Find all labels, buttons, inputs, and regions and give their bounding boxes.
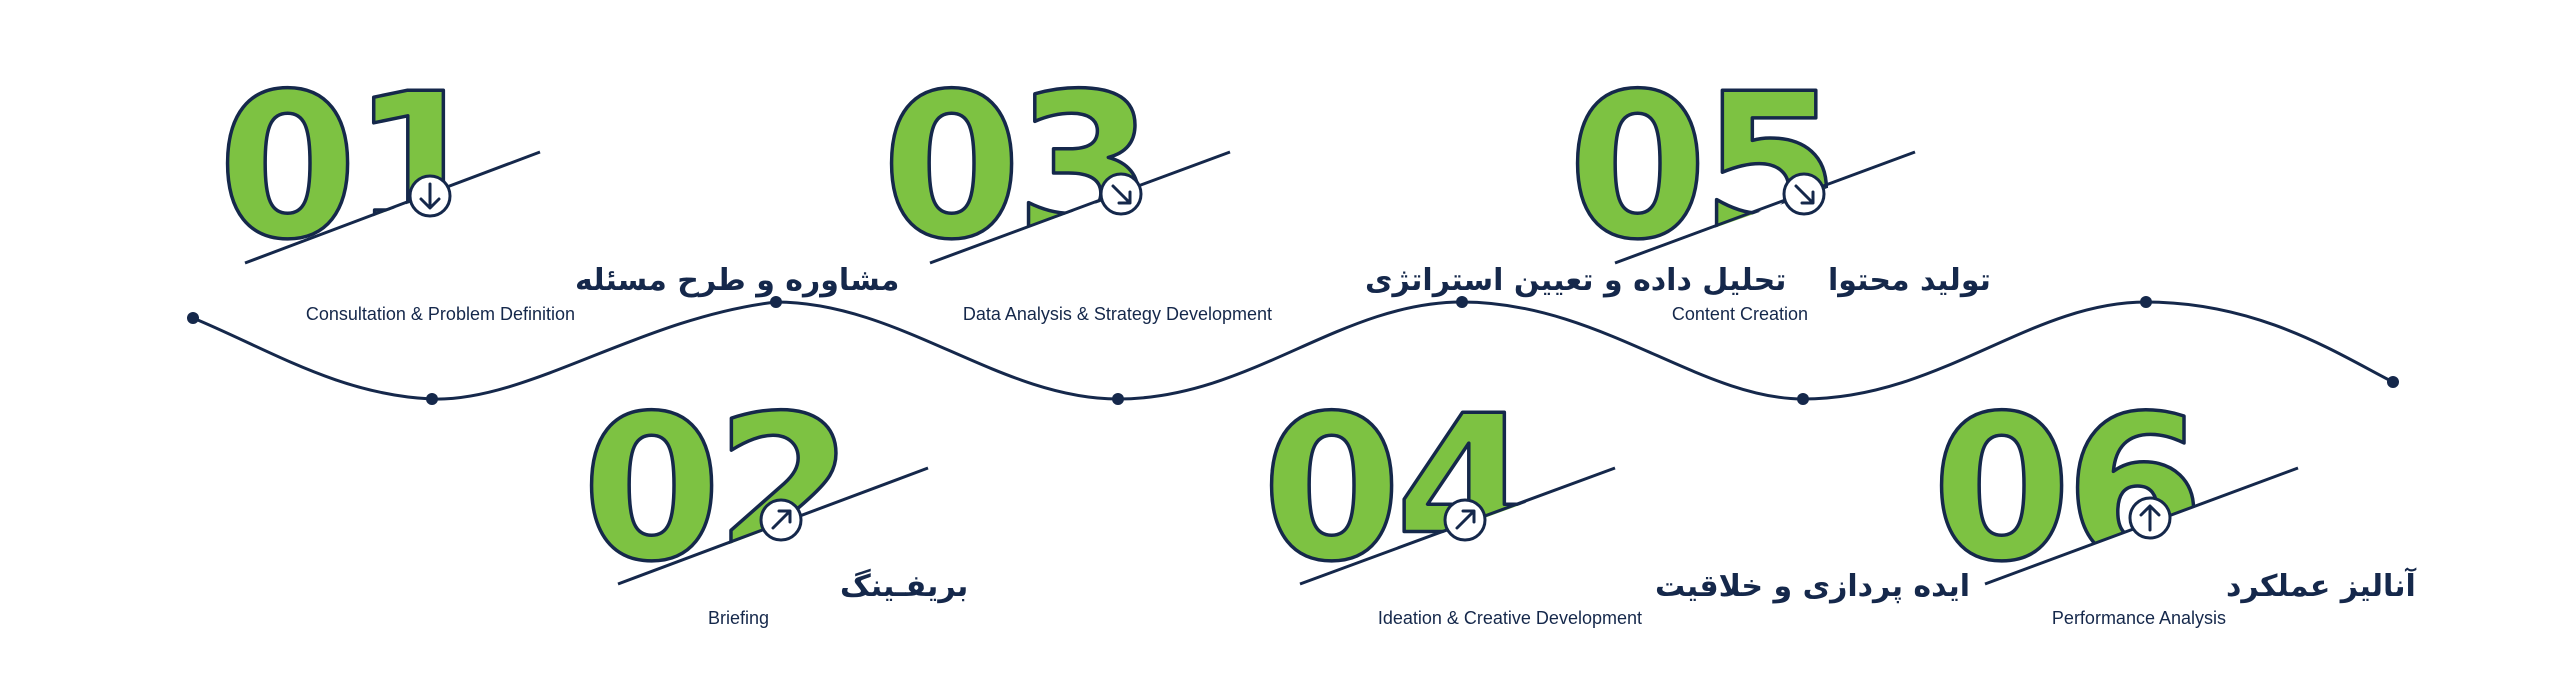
arrow-down-right-icon bbox=[1782, 172, 1826, 216]
timeline-dot bbox=[1456, 296, 1468, 308]
step-02: 02 بریفـینگ Briefing bbox=[580, 371, 968, 628]
step-divider bbox=[244, 150, 541, 265]
timeline-dot bbox=[770, 296, 782, 308]
step-divider bbox=[1614, 150, 1916, 265]
arrow-down-icon bbox=[408, 174, 452, 218]
step-title: آنالیز عملکرد bbox=[2226, 567, 2417, 604]
timeline-dot bbox=[426, 393, 438, 405]
step-number: 01 bbox=[218, 51, 484, 284]
step-number: 03 bbox=[882, 51, 1148, 284]
step-subtitle: Briefing bbox=[708, 608, 769, 628]
step-divider bbox=[929, 150, 1231, 265]
step-title: بریفـینگ bbox=[840, 568, 968, 604]
timeline-dot bbox=[2140, 296, 2152, 308]
step-subtitle: Ideation & Creative Development bbox=[1378, 608, 1642, 628]
step-title: تحلیل داده و تعیین استراتژی bbox=[1365, 263, 1786, 298]
step-title: تولید محتوا bbox=[1828, 263, 1991, 298]
step-subtitle: Performance Analysis bbox=[2052, 608, 2226, 628]
step-number: 04 bbox=[1262, 373, 1528, 606]
step-number: 02 bbox=[582, 373, 848, 606]
arrow-up-right-icon bbox=[759, 498, 803, 542]
step-subtitle: Data Analysis & Strategy Development bbox=[963, 304, 1272, 324]
timeline-dot bbox=[1112, 393, 1124, 405]
step-title: مشاوره و طرح مسئله bbox=[575, 263, 899, 298]
step-number: 06 bbox=[1932, 373, 2198, 606]
step-01: 01 مشاوره و طرح مسئله Consultation & Pro… bbox=[216, 49, 899, 324]
timeline-dot bbox=[1797, 393, 1809, 405]
arrow-up-icon bbox=[2128, 496, 2172, 540]
step-06: 06 آنالیز عملکرد Performance Analysis bbox=[1930, 371, 2417, 628]
arrow-down-right-icon bbox=[1099, 172, 1143, 216]
timeline-wave bbox=[192, 300, 2394, 401]
timeline-dot bbox=[187, 312, 199, 324]
step-subtitle: Content Creation bbox=[1672, 304, 1808, 324]
step-subtitle: Consultation & Problem Definition bbox=[306, 304, 575, 324]
step-number: 05 bbox=[1568, 51, 1834, 284]
step-title: ایده پردازی و خلاقیت bbox=[1655, 569, 1970, 604]
arrow-up-right-icon bbox=[1443, 498, 1487, 542]
timeline-dot bbox=[2387, 376, 2399, 388]
step-04: 04 ایده پردازی و خلاقیت Ideation & Creat… bbox=[1260, 371, 1970, 628]
